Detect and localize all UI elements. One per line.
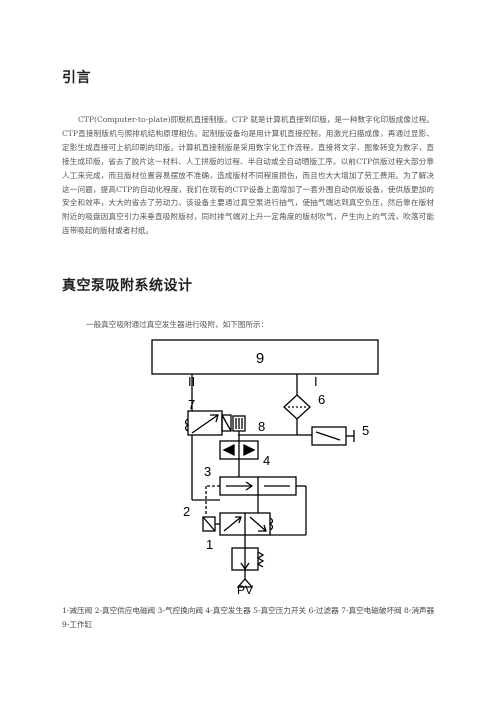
intro-paragraph: CTP(Computer-to-plate)即脱机直接制版。CTP 就是计算机直… [62, 115, 434, 236]
label-ii: II [188, 374, 195, 389]
intro-heading: 引言 [62, 70, 91, 86]
vacuum-heading: 真空泵吸附系统设计 [62, 278, 193, 294]
label-5: 5 [362, 423, 369, 438]
label-1: 1 [206, 537, 213, 552]
label-i: I [314, 374, 318, 389]
label-9: 9 [256, 350, 264, 367]
pneumatic-circuit-diagram: 9 II I 7 6 8 5 4 3 2 1 PV [151, 339, 379, 595]
label-6: 6 [318, 392, 325, 407]
label-8: 8 [258, 419, 265, 434]
air-source [236, 578, 254, 588]
vacuum-intro: 一般真空吸附通过真空发生器进行吸附，如下图所示： [86, 320, 269, 329]
label-4: 4 [263, 453, 270, 468]
label-3: 3 [204, 464, 211, 479]
label-7: 7 [188, 397, 195, 412]
label-pv: PV [237, 583, 253, 595]
label-2: 2 [183, 504, 190, 519]
figure-caption: 1-减压阀 2-真空供应电磁阀 3-气控换向阀 4-真空发生器 5-真空压力开关… [62, 606, 435, 629]
work-cylinder [151, 339, 379, 375]
